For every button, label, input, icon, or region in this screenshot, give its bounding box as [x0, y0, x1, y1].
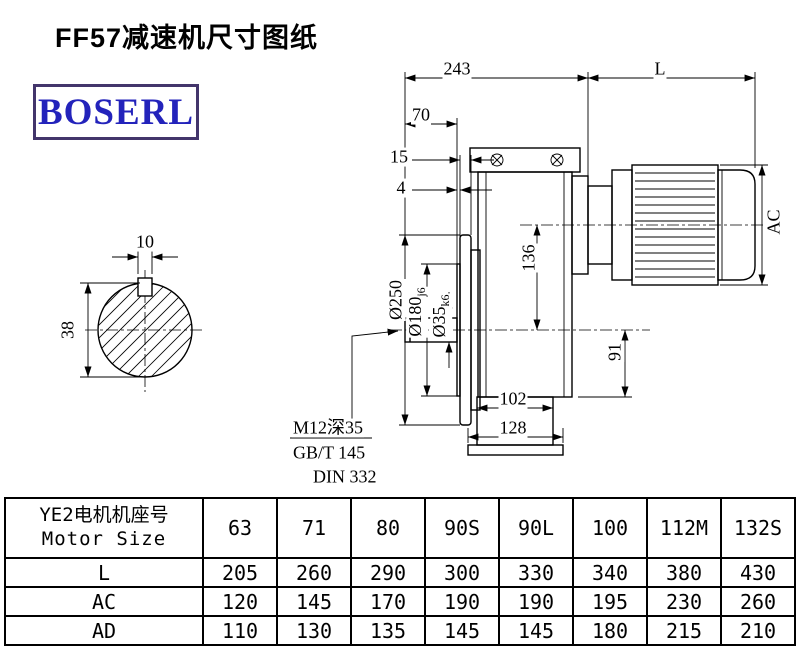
dim-4: 4: [395, 177, 407, 198]
shaft-end-view: [80, 250, 205, 392]
table-row-AC: AC 120 145 170 190 190 195 230 260: [4, 586, 796, 617]
motor-size-header: YE2电机机座号 Motor Size: [4, 497, 204, 559]
value-cell: 300: [424, 557, 500, 588]
note-gbt: GB/T 145: [292, 442, 367, 463]
brand-logo-text: BOSERL: [37, 91, 195, 133]
size-col: 90L: [498, 497, 574, 559]
dim-102: 102: [498, 388, 528, 409]
value-cell: 145: [498, 615, 574, 646]
value-cell: 120: [202, 586, 278, 617]
value-cell: 230: [646, 586, 722, 617]
dim-spigot-d: Ø180j6: [405, 286, 429, 338]
housing-feet: [467, 444, 564, 456]
row-label: L: [4, 557, 204, 588]
value-cell: 130: [276, 615, 352, 646]
size-col: 132S: [720, 497, 796, 559]
note-tap: M12深35: [292, 417, 365, 438]
size-col: 71: [276, 497, 352, 559]
value-cell: 205: [202, 557, 278, 588]
size-col: 90S: [424, 497, 500, 559]
value-cell: 260: [720, 586, 796, 617]
value-cell: 430: [720, 557, 796, 588]
dim-L: L: [653, 58, 667, 79]
dim-70: 70: [411, 104, 431, 125]
value-cell: 135: [350, 615, 426, 646]
size-col: 63: [202, 497, 278, 559]
table-row-AD: AD 110 130 135 145 145 180 215 210: [4, 615, 796, 646]
row-label: AC: [4, 586, 204, 617]
housing-boss: [470, 249, 481, 411]
size-col: 80: [350, 497, 426, 559]
table-header-row: YE2电机机座号 Motor Size 63 71 80 90S 90L 100…: [4, 497, 796, 559]
value-cell: 330: [498, 557, 574, 588]
value-cell: 110: [202, 615, 278, 646]
value-cell: 380: [646, 557, 722, 588]
value-cell: 195: [572, 586, 648, 617]
dim-91: 91: [604, 342, 625, 362]
motor-size-table: YE2电机机座号 Motor Size 63 71 80 90S 90L 100…: [4, 497, 796, 646]
dim-38: 38: [57, 320, 78, 340]
dim-flange-od: Ø250: [385, 279, 406, 321]
value-cell: 260: [276, 557, 352, 588]
value-cell: 145: [424, 615, 500, 646]
value-cell: 145: [276, 586, 352, 617]
value-cell: 210: [720, 615, 796, 646]
housing-top-cover: [469, 147, 581, 173]
value-cell: 170: [350, 586, 426, 617]
dim-AC: AC: [763, 208, 784, 236]
value-cell: 340: [572, 557, 648, 588]
keyway: [137, 277, 153, 297]
size-col: 100: [572, 497, 648, 559]
dim-243: 243: [442, 58, 472, 79]
value-cell: 215: [646, 615, 722, 646]
fan-cowl: [717, 169, 756, 281]
value-cell: 190: [424, 586, 500, 617]
table-row-L: L 205 260 290 300 330 340 380 430: [4, 557, 796, 588]
section-hatching: [98, 283, 192, 377]
dim-15: 15: [389, 146, 409, 167]
dim-10: 10: [135, 231, 155, 252]
gear-housing: [477, 171, 573, 398]
value-cell: 180: [572, 615, 648, 646]
value-cell: 290: [350, 557, 426, 588]
value-cell: 190: [498, 586, 574, 617]
size-col: 112M: [646, 497, 722, 559]
dim-136: 136: [518, 243, 539, 273]
row-label: AD: [4, 615, 204, 646]
brand-logo: BOSERL: [33, 84, 199, 140]
note-din: DIN 332: [312, 466, 378, 487]
motor-cooling-fins: [635, 172, 715, 278]
page-title: FF57减速机尺寸图纸: [55, 23, 319, 53]
dim-shaft-d: Ø35k6: [429, 293, 453, 339]
dim-128: 128: [498, 417, 528, 438]
